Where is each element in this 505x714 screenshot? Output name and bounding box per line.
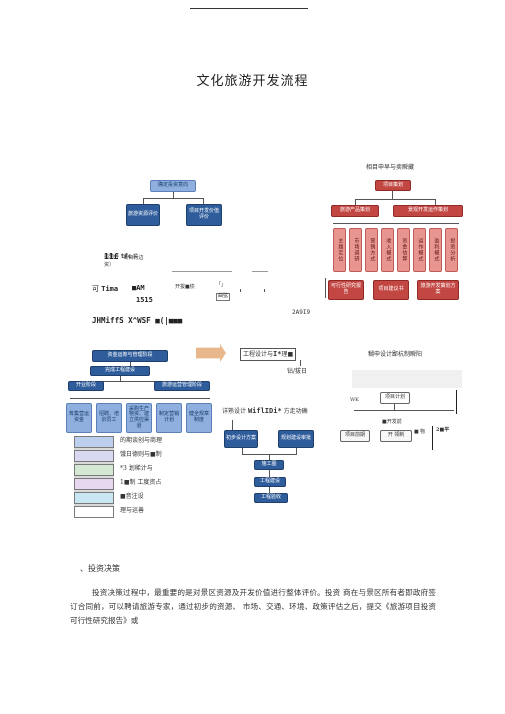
- garbled-row-c: ■AM: [132, 284, 145, 292]
- planning-column: 运作模式: [413, 228, 426, 272]
- section-heading: 、投资决策: [80, 564, 120, 573]
- right-caption: 糊申设计鄙杭制瞬阳: [368, 351, 423, 358]
- right-mark: WK: [350, 397, 359, 403]
- opening-stage-node: 开业阶段: [68, 381, 104, 391]
- value-eval-node: 项目开发价值评价: [186, 204, 222, 226]
- section-paragraph: 投资决策过程中，最重要的是对景区资源及开发价值进行整体评价。投资 商在与景区所有…: [70, 586, 436, 628]
- planning-column: 营销方式: [365, 228, 378, 272]
- operation-cell: 健全规章制度: [186, 403, 212, 433]
- legend-swatch: [74, 506, 114, 518]
- right-chart: 项目计划 WK ■开发前 项目前期 开 领制 ■ 物 2■平: [338, 362, 468, 452]
- operation-cell: 采购生产物资、建立供应渠道: [126, 403, 152, 433]
- legend-label: ■音注设: [120, 493, 144, 500]
- legend-label: 1■制 工度资占: [120, 479, 162, 486]
- legend-swatch: [74, 450, 114, 462]
- garbled-bottom-row: JHMiffS X^WSF ■(|■■■: [92, 316, 183, 325]
- operation-chart: 资金运筹与管理阶段 完成工程建设 开业阶段 旅游运营管理阶段 筹集营运资金招聘、…: [62, 344, 226, 443]
- design-box-tail: 理■: [281, 351, 294, 358]
- operation-cell: 制定营销计划: [156, 403, 182, 433]
- legend-label: *3 划稀计与: [120, 465, 153, 472]
- garbled-line2-a: 疝勃评: [104, 254, 120, 260]
- garbled-row-g: 曲弦: [216, 293, 231, 301]
- garbled-row-b: Tima: [101, 285, 119, 293]
- planning-column: 资金估算: [397, 228, 410, 272]
- operation-cell: 招聘、培训员工: [96, 403, 122, 433]
- legend-swatch: [74, 492, 114, 504]
- garbled-block: 11£ 断目行边 疝勃评 tfc 投 资） 可 Tima ■AM 开拔■债 15…: [92, 241, 322, 329]
- right-node-r3: 2■平: [436, 427, 450, 433]
- construction-chart: 初步设计方案 规划建设审批 施工图 工程建设 工程验收: [222, 418, 332, 513]
- product-planning-node: 旅游产品策划: [331, 205, 379, 217]
- landscape-planning-node: 景观开发运作策划: [393, 205, 463, 217]
- planning-column: 主题定位: [333, 228, 346, 272]
- proposal-node: 项目建议书: [373, 280, 409, 300]
- project-plan-node: 项目计划: [380, 392, 410, 404]
- planning-column: 投资分析: [445, 228, 458, 272]
- acceptance-node: 工程验收: [254, 493, 288, 503]
- operation-cell: 筹集营运资金: [66, 403, 92, 433]
- decide-intent-node: 确定投资意向: [150, 180, 196, 192]
- investment-chart: 确定投资意向 旅游资源评价 项目开发价值评价: [118, 180, 228, 240]
- garbled-row-a: 可: [92, 285, 99, 293]
- feasibility-report-node: 可行性研究报告: [328, 280, 364, 300]
- garbled-line2-c: 投: [133, 254, 139, 260]
- design-box-label: 工程设计与: [243, 351, 274, 358]
- approval-node: 规划建设审批: [278, 430, 314, 448]
- planning-code: 2A9I9: [292, 309, 311, 316]
- complete-build-node: 完成工程建设: [90, 366, 150, 376]
- garbled-line1-a: 11£: [104, 252, 119, 261]
- legend-label: 饿日德则与■制: [120, 451, 162, 458]
- design-box: 工程设计与I*理■: [240, 348, 297, 361]
- design-row: 详熟设计 WiflIDi* 方走功确: [222, 407, 308, 416]
- planning-chart: 项目策划 旅游产品策划 景观开发运作策划 主题定位市场调研营销方式收入模式资金估…: [325, 178, 465, 318]
- legend: 的期谈创与商理饿日德则与■制 *3 划稀计与 1■制 工度资占 ■音注设理与运善: [74, 436, 224, 518]
- prelim-design-node: 初步设计方案: [224, 430, 258, 448]
- planning-column: 盈利模式: [429, 228, 442, 272]
- pre-project-node: 项目前期: [340, 430, 370, 442]
- legend-swatch: [74, 464, 114, 476]
- capital-stage-node: 资金运筹与管理阶段: [92, 350, 168, 362]
- garbled-row-d: 开拔■债: [175, 284, 195, 290]
- dev-plan-node: 旅游开发策划方案: [417, 280, 459, 300]
- right-node-r1: ■: [414, 429, 419, 435]
- garbled-line2-b: tfc: [120, 253, 132, 260]
- planning-column: 收入模式: [381, 228, 394, 272]
- garbled-line3: 资）: [104, 262, 115, 268]
- legend-label: 的期谈创与商理: [120, 437, 163, 444]
- design-box-bold: I*: [273, 350, 282, 358]
- design-row-c: 方走功确: [283, 408, 308, 415]
- planning-caption: 相目申早与卖瞬藏: [366, 164, 415, 171]
- garbled-row-f: 「」: [216, 282, 227, 288]
- garbled-line1-b: 断目行边: [123, 255, 144, 261]
- design-row-b: WiflIDi*: [247, 407, 282, 415]
- planning-column: 市场调研: [349, 228, 362, 272]
- garbled-row-e: 1515: [136, 296, 153, 304]
- drawing-node: 施工图: [254, 460, 284, 470]
- top-rule: [190, 8, 308, 9]
- resource-eval-node: 旅游资源评价: [126, 204, 160, 226]
- section-paragraph-text: 投资决策过程中，最重要的是对景区资源及开发价值进行整体评价。投资 商在与景区所有…: [70, 588, 436, 625]
- mgmt-stage-node: 旅游运营管理阶段: [154, 381, 210, 391]
- design-sub: 钻/拔日: [287, 368, 308, 375]
- project-planning-node: 项目策划: [375, 180, 411, 191]
- legend-label: 理与运善: [120, 507, 145, 514]
- develop-node: 开 领制: [380, 430, 412, 442]
- page-title: 文化旅游开发流程: [196, 74, 309, 89]
- legend-swatch: [74, 436, 114, 448]
- legend-swatch: [74, 478, 114, 490]
- engineering-node: 工程建设: [254, 477, 286, 487]
- design-row-a: 详熟设计: [222, 408, 247, 415]
- dev-before-node: ■开发前: [382, 419, 402, 425]
- right-node-r2: 物: [420, 429, 426, 435]
